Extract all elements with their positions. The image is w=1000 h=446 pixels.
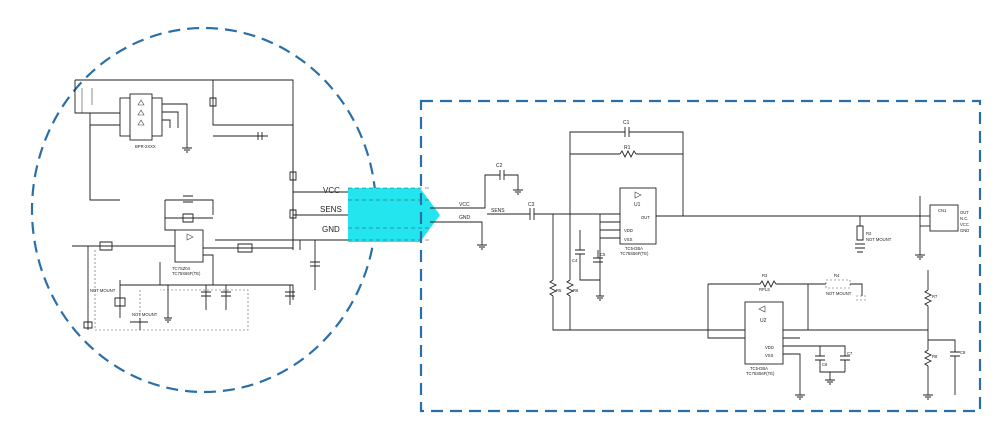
c4-label: C4 bbox=[572, 258, 578, 263]
u2-vdd: VDD bbox=[765, 345, 774, 350]
board-frame bbox=[419, 99, 982, 413]
c8-label: C8 bbox=[960, 350, 966, 355]
connector-arrow: VCC SENS GND bbox=[320, 186, 440, 242]
jack-left-label: NOT MOUNT bbox=[90, 288, 116, 293]
c1-label: C1 bbox=[623, 120, 630, 126]
sens-net-label: SENS bbox=[491, 208, 505, 214]
cn1-body bbox=[929, 204, 959, 232]
r2-label: R2 bbox=[866, 231, 872, 236]
right-board-circuit: C2 VCC GND SENS C3 C1 R1 U1 OUT VDD VSS … bbox=[419, 99, 982, 413]
connector-gnd-label: GND bbox=[322, 225, 340, 234]
connector-sens-label: SENS bbox=[320, 205, 342, 214]
r5-label: R5 bbox=[556, 288, 562, 293]
left-zoom-circuit: BPR-2XXX TC7SZ04 TC75S56F(TE) NOT MOUNT bbox=[30, 26, 378, 394]
u2-part: TC5-DBA bbox=[750, 366, 768, 371]
u2-vss: VSS bbox=[765, 353, 774, 358]
cn1-pin-2: VCC bbox=[960, 222, 969, 227]
cn1-name: CN1 bbox=[938, 208, 947, 213]
u1-vdd: VDD bbox=[624, 228, 633, 233]
u2-part2: TC75S56F(TE) bbox=[746, 371, 775, 376]
c2-label: C2 bbox=[496, 163, 503, 169]
u2-body bbox=[744, 301, 784, 365]
u1-name: U1 bbox=[634, 202, 641, 208]
r3-label: R3 bbox=[762, 273, 768, 278]
gnd-net-label: GND bbox=[459, 215, 471, 221]
chip-b-label: TC7SZ04 bbox=[172, 266, 191, 271]
r3-val-label: RPLS bbox=[759, 287, 770, 292]
vcc-net-label: VCC bbox=[459, 202, 470, 208]
c7-label: C7 bbox=[847, 351, 853, 356]
r1-label: R1 bbox=[624, 145, 631, 151]
r4-nm-label: NOT MOUNT bbox=[826, 291, 852, 296]
cn1-pin-0: OUT bbox=[960, 210, 969, 215]
jack-bottom-label: NOT MOUNT bbox=[132, 312, 158, 317]
u1-vss: VSS bbox=[624, 237, 633, 242]
cn1-pin-3: GND bbox=[960, 228, 969, 233]
connector-shape bbox=[348, 188, 440, 242]
chip-b-label2: TC75S56F(TE) bbox=[172, 271, 201, 276]
r8-label: R8 bbox=[932, 354, 938, 359]
r6-label: R6 bbox=[573, 288, 579, 293]
r7-label: R7 bbox=[932, 294, 938, 299]
u1-part: TC5-DBA bbox=[625, 246, 643, 251]
r4-label: R4 bbox=[834, 273, 840, 278]
cn1-pin-1: N.C. bbox=[960, 216, 968, 221]
connector-vcc-label: VCC bbox=[323, 186, 340, 195]
u1-part2: TC75S56F(TE) bbox=[620, 251, 649, 256]
r2-nm-label: NOT MOUNT bbox=[866, 237, 892, 242]
u1-out: OUT bbox=[641, 215, 650, 220]
chip-a-label: BPR-2XXX bbox=[135, 144, 156, 149]
c6-label: C6 bbox=[822, 362, 828, 367]
c5-label: C5 bbox=[600, 252, 606, 257]
c3-label: C3 bbox=[528, 202, 535, 208]
u2-name: U2 bbox=[760, 318, 767, 324]
